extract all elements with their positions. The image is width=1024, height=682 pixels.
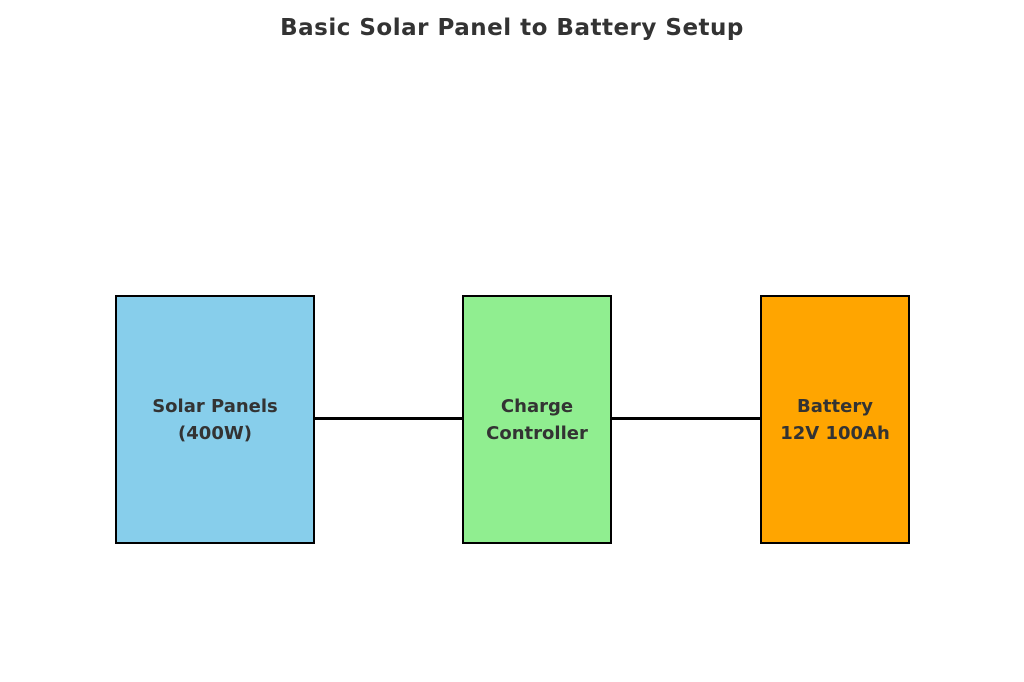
node-solar-panels-label: Solar Panels (400W) — [152, 395, 278, 444]
node-solar-panels: Solar Panels (400W) — [115, 295, 315, 544]
diagram-title: Basic Solar Panel to Battery Setup — [280, 15, 744, 41]
connector-solar-to-controller — [315, 417, 462, 420]
connector-controller-to-battery — [612, 417, 760, 420]
node-battery-label: Battery 12V 100Ah — [780, 395, 890, 444]
node-charge-controller: Charge Controller — [462, 295, 612, 544]
node-battery: Battery 12V 100Ah — [760, 295, 910, 544]
node-charge-controller-label: Charge Controller — [486, 395, 588, 444]
